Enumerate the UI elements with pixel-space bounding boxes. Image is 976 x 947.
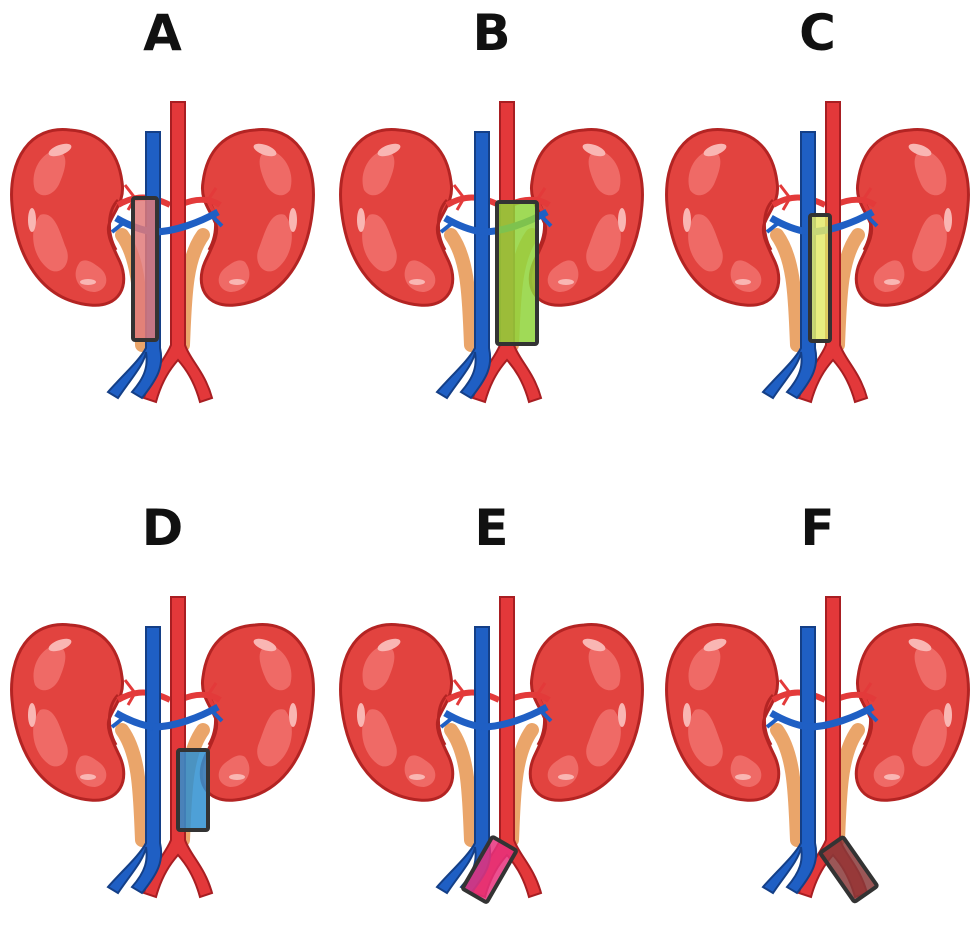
panel-letter: C xyxy=(655,4,976,62)
highlight-box xyxy=(810,215,830,341)
panel-b: B xyxy=(329,0,654,452)
highlight-box xyxy=(133,198,157,340)
right-renal-artery xyxy=(773,198,825,206)
right-renal-artery xyxy=(447,693,499,701)
panel-a: A xyxy=(0,0,325,452)
right-renal-artery xyxy=(773,693,825,701)
anatomy-svg xyxy=(329,495,654,915)
kidney-anatomy-illustration xyxy=(667,597,969,897)
anatomy-svg xyxy=(329,0,654,420)
panel-letter: E xyxy=(329,499,654,557)
panel-e: E xyxy=(329,495,654,947)
panel-f: F xyxy=(655,495,976,947)
right-kidney xyxy=(12,625,124,801)
right-ureter xyxy=(122,730,142,840)
panel-letter: F xyxy=(655,499,976,557)
anatomy-svg xyxy=(655,495,976,915)
left-kidney xyxy=(201,130,313,306)
right-kidney xyxy=(341,625,453,801)
kidney-anatomy-illustration xyxy=(12,102,314,402)
right-renal-artery xyxy=(118,693,170,701)
panel-c: C xyxy=(655,0,976,452)
panel-letter: B xyxy=(329,4,654,62)
highlight-box xyxy=(820,837,877,902)
right-renal-artery xyxy=(447,198,499,206)
anatomy-svg xyxy=(0,0,325,420)
right-kidney xyxy=(341,130,453,306)
right-kidney xyxy=(12,130,124,306)
anatomy-svg xyxy=(0,495,325,915)
right-ureter xyxy=(451,730,471,840)
panel-d: D xyxy=(0,495,325,947)
left-kidney xyxy=(530,130,642,306)
right-kidney xyxy=(667,130,779,306)
anatomy-svg xyxy=(655,0,976,420)
kidney-anatomy-illustration xyxy=(341,102,643,402)
right-ureter xyxy=(777,235,797,345)
left-kidney xyxy=(856,130,968,306)
panel-letter: D xyxy=(0,499,325,557)
right-ureter xyxy=(451,235,471,345)
panel-letter: A xyxy=(0,4,325,62)
left-kidney xyxy=(201,625,313,801)
highlight-box xyxy=(497,202,537,344)
highlight-box xyxy=(178,750,208,830)
left-kidney xyxy=(530,625,642,801)
kidney-anatomy-illustration xyxy=(12,597,314,897)
right-ureter xyxy=(777,730,797,840)
right-kidney xyxy=(667,625,779,801)
left-kidney xyxy=(856,625,968,801)
